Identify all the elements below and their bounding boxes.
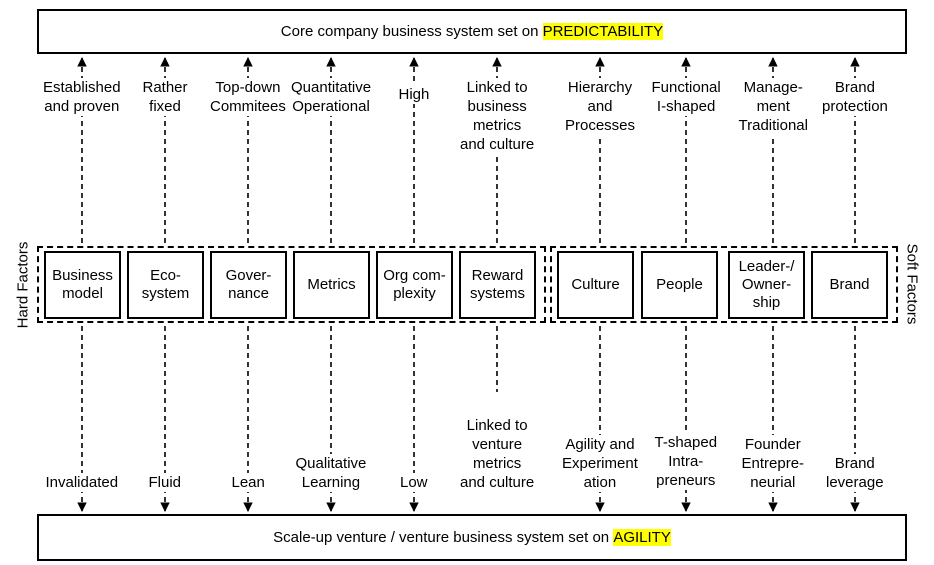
agility-label-org-com-plexity: Low (399, 473, 429, 492)
hard-factors-group (37, 246, 546, 323)
agility-label-reward-systems: Linked to venture metrics and culture (459, 416, 536, 492)
factor-box-culture: Culture (557, 251, 634, 319)
predictability-label-business-model: Established and proven (42, 78, 122, 116)
hard-factors-label: Hard Factors (14, 241, 32, 329)
predictability-label-reward-systems: Linked to business metrics and culture (459, 78, 536, 154)
agility-label-eco-system: Fluid (147, 473, 183, 492)
factor-box-people: People (641, 251, 718, 319)
agility-banner-text: Scale-up venture / venture business syst… (273, 529, 614, 546)
predictability-banner-text: Core company business system set on (280, 23, 543, 40)
predictability-banner: Core company business system set on PRED… (37, 9, 907, 54)
predictability-label-eco-system: Rather fixed (141, 78, 189, 116)
agility-label-gover-nance: Lean (230, 473, 266, 492)
agility-label-leader-owner-ship: Founder Entrepre- neurial (740, 435, 806, 492)
agility-label-brand: Brand leverage (825, 454, 885, 492)
predictability-label-leader-owner-ship: Manage- ment Traditional (737, 78, 809, 135)
predictability-label-metrics: Quantitative Operational (290, 78, 373, 116)
predictability-label-people: Functional I-shaped (650, 78, 722, 116)
factor-box-brand: Brand (811, 251, 888, 319)
predictability-label-gover-nance: Top-down Commitees (209, 78, 287, 116)
factor-box-business-model: Business model (44, 251, 121, 319)
predictability-label-brand: Brand protection (821, 78, 889, 116)
agility-label-people: T-shaped Intra- preneurs (653, 433, 719, 490)
factor-box-leader-owner-ship: Leader-/ Owner- ship (728, 251, 805, 319)
factor-box-metrics: Metrics (293, 251, 370, 319)
soft-factors-label: Soft Factors (903, 243, 921, 325)
factor-box-org-com-plexity: Org com- plexity (376, 251, 453, 319)
agility-label-metrics: Qualitative Learning (294, 454, 368, 492)
predictability-label-org-com-plexity: High (397, 85, 431, 104)
predictability-highlight: PREDICTABILITY (542, 23, 664, 40)
soft-factors-group (550, 246, 898, 323)
factor-box-gover-nance: Gover- nance (210, 251, 287, 319)
factor-box-eco-system: Eco- system (127, 251, 204, 319)
factor-box-reward-systems: Reward systems (459, 251, 536, 319)
agility-banner: Scale-up venture / venture business syst… (37, 514, 907, 561)
agility-highlight: AGILITY (613, 529, 671, 546)
agility-label-culture: Agility and Experiment ation (561, 435, 639, 492)
agility-label-business-model: Invalidated (44, 473, 120, 492)
predictability-label-culture: Hierarchy and Processes (564, 78, 637, 135)
